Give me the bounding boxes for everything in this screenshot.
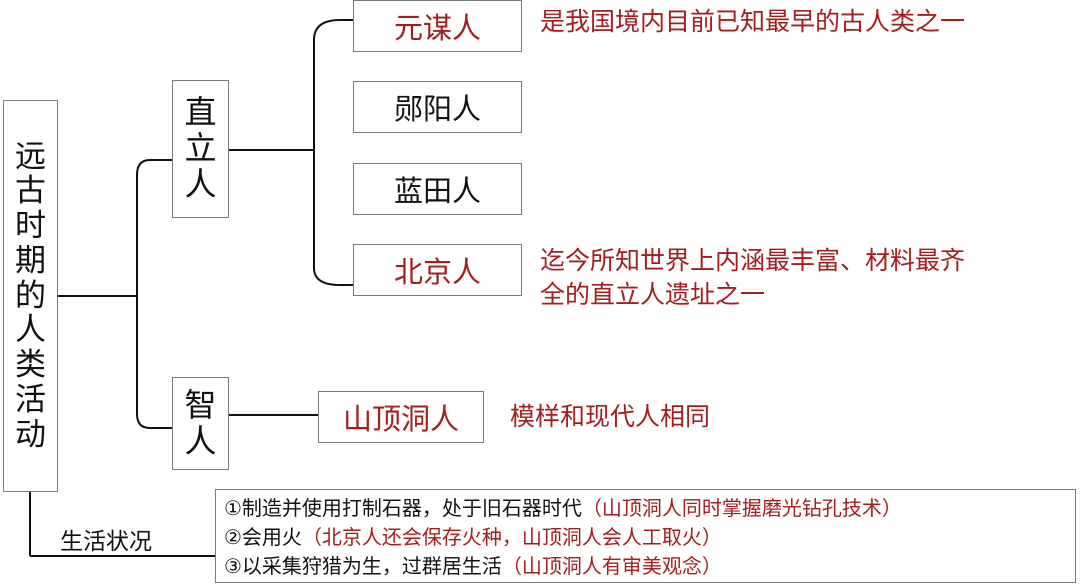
life-status-line: ③以采集狩猎为生，过群居生活（山顶洞人有审美观念） (224, 552, 1067, 581)
peking-man-label: 北京人 (393, 255, 481, 289)
root-node-ancient-human-activities: 远 古 时 期 的 人 类 活 动 (3, 100, 58, 492)
life-status-note: （山顶洞人同时掌握磨光钻孔技术） (581, 496, 902, 520)
root-char: 的 (15, 277, 46, 314)
peking-man-desc-line1: 迄今所知世界上内涵最丰富、材料最齐 (540, 246, 966, 275)
peking-man-desc: 迄今所知世界上内涵最丰富、材料最齐 全的直立人遗址之一 (540, 244, 965, 312)
node-char: 智 (184, 385, 217, 424)
root-char: 类 (15, 347, 46, 384)
upper-cave-man-desc: 模样和现代人相同 (510, 402, 711, 431)
yunyang-man-label: 郧阳人 (393, 92, 481, 126)
life-status-main: ②会用火 (224, 525, 302, 549)
peking-man-desc-line2: 全的直立人遗址之一 (540, 279, 766, 309)
root-char: 人 (15, 312, 46, 349)
yunyang-man-box: 郧阳人 (353, 81, 522, 133)
life-status-box: ①制造并使用打制石器，处于旧石器时代（山顶洞人同时掌握磨光钻孔技术） ②会用火（… (215, 489, 1076, 583)
life-status-label: 生活状况 (60, 529, 152, 555)
root-char: 时 (15, 208, 46, 245)
node-char: 人 (184, 421, 217, 460)
yuanmou-man-label: 元谋人 (393, 11, 481, 45)
root-char: 古 (15, 173, 46, 210)
life-status-main: ③以采集狩猎为生，过群居生活 (224, 554, 502, 578)
yuanmou-man-desc: 是我国境内目前已知最早的古人类之一 (540, 7, 966, 36)
life-status-main: ①制造并使用打制石器，处于旧石器时代 (224, 496, 582, 520)
root-char: 动 (15, 416, 46, 453)
homo-sapiens-node: 智 人 (172, 377, 229, 470)
node-char: 人 (184, 164, 217, 203)
life-status-line: ①制造并使用打制石器，处于旧石器时代（山顶洞人同时掌握磨光钻孔技术） (224, 494, 1067, 523)
root-char: 活 (15, 381, 46, 418)
yuanmou-man-box: 元谋人 (353, 0, 522, 52)
homo-erectus-node: 直 立 人 (172, 80, 229, 218)
root-char: 期 (15, 242, 46, 279)
lantian-man-box: 蓝田人 (353, 163, 522, 215)
lantian-man-label: 蓝田人 (393, 174, 481, 208)
life-status-note: （北京人还会保存火种，山顶洞人会人工取火） (301, 525, 722, 549)
life-status-line: ②会用火（北京人还会保存火种，山顶洞人会人工取火） (224, 523, 1067, 552)
upper-cave-man-label: 山顶洞人 (342, 402, 459, 436)
node-char: 立 (184, 129, 217, 168)
upper-cave-man-box: 山顶洞人 (318, 391, 484, 443)
node-char: 直 (184, 93, 217, 132)
peking-man-box: 北京人 (353, 244, 522, 296)
root-char: 远 (15, 138, 46, 175)
life-status-note: （山顶洞人有审美观念） (501, 554, 722, 578)
